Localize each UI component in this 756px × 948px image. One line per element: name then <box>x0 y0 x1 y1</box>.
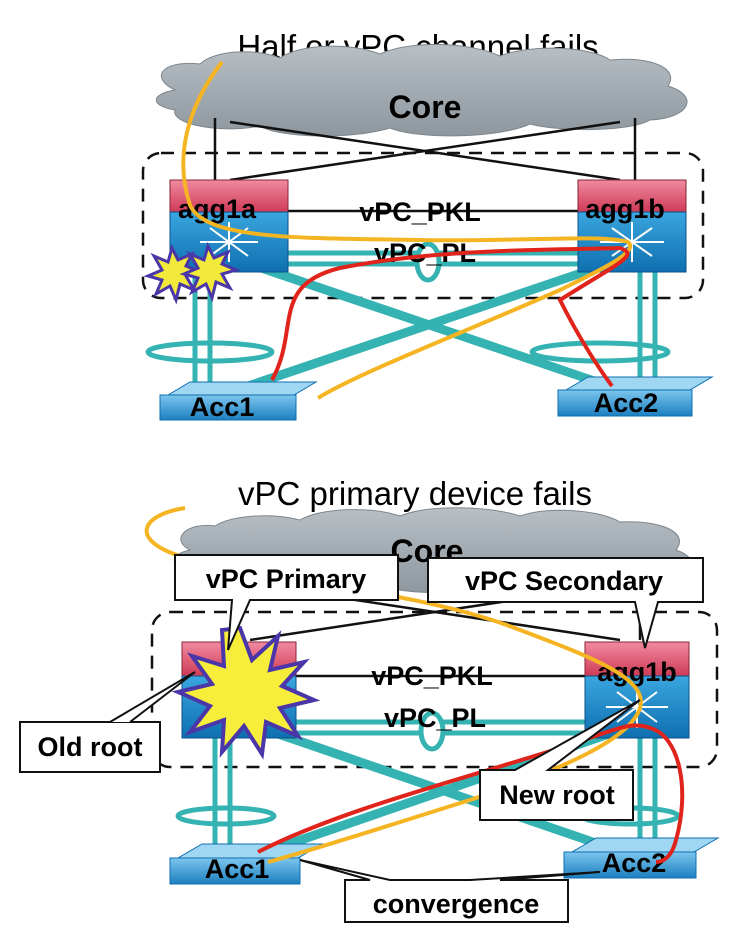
top-yellow-traffic-path <box>181 60 633 400</box>
bottom-access-acc2: Acc2 <box>563 837 720 879</box>
bottom-switch-agg1b: agg1b <box>584 641 690 739</box>
top-switch-agg1a: agg1a <box>169 179 289 273</box>
callout-new-root-text: New root <box>499 780 615 810</box>
bottom-switch-primary-failed <box>171 625 321 760</box>
bottom-acc1-label: Acc1 <box>205 854 270 884</box>
top-access-acc1: Acc1 <box>159 381 318 422</box>
top-core-links <box>213 118 637 182</box>
top-core-cloud: Core <box>155 44 688 137</box>
callout-vpc-secondary: vPC Secondary <box>427 557 704 649</box>
bottom-acc2-label: Acc2 <box>602 848 667 878</box>
bottom-pkl-label: vPC_PKL <box>371 661 493 691</box>
top-acc2-label: Acc2 <box>594 388 659 418</box>
bottom-red-traffic-path <box>257 723 685 864</box>
top-switch-agg1b: agg1b <box>577 179 687 273</box>
callout-vpc-secondary-text: vPC Secondary <box>465 566 663 596</box>
bottom-peer-link-portchannel <box>418 710 446 752</box>
top-pkl-label: vPC_PKL <box>359 197 481 227</box>
callout-old-root-text: Old root <box>38 732 143 762</box>
top-agg1b-label: agg1b <box>585 194 665 224</box>
callout-convergence: convergence <box>299 859 601 923</box>
bottom-agg1b-arrows-icon <box>606 688 668 728</box>
top-red-traffic-path <box>270 245 630 388</box>
top-failure-burst-icon <box>143 241 241 305</box>
top-access-acc2: Acc2 <box>557 376 714 418</box>
bottom-panel: vPC primary device fails Core <box>19 475 720 923</box>
bottom-title: vPC primary device fails <box>238 475 592 512</box>
top-acc1-label: Acc1 <box>190 392 255 422</box>
callout-new-root: New root <box>479 699 641 821</box>
top-vpc-domain-box <box>141 151 705 300</box>
bottom-access-acc1: Acc1 <box>169 843 324 885</box>
bottom-agg1b-label: agg1b <box>597 657 677 687</box>
callout-vpc-primary: vPC Primary <box>174 554 399 651</box>
top-core-label: Core <box>389 89 462 125</box>
bottom-peer-link <box>295 710 585 752</box>
top-peer-link <box>288 241 578 283</box>
bottom-vpc-domain-box <box>150 610 719 769</box>
callout-old-root: Old root <box>19 671 196 773</box>
callout-convergence-text: convergence <box>373 889 540 919</box>
top-panel: Half or vPC channel fails Core <box>141 28 714 422</box>
bottom-failure-burst-icon <box>171 625 321 760</box>
callout-vpc-primary-text: vPC Primary <box>206 564 367 594</box>
top-peer-link-portchannel <box>414 241 442 283</box>
top-agg1b-arrows-icon <box>600 222 664 262</box>
bottom-pl-label: vPC_PL <box>384 703 486 733</box>
